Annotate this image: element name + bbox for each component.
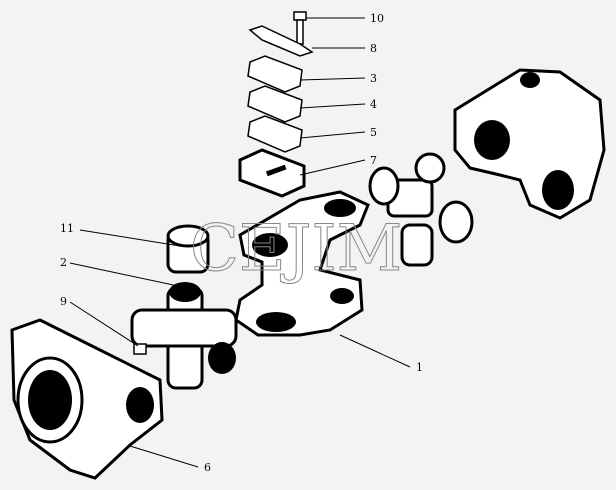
callout-label-8: 8	[370, 42, 377, 55]
callout-label-3: 3	[370, 72, 377, 85]
callout-label-4: 4	[370, 98, 377, 111]
lock-plate-part	[248, 25, 314, 57]
callout-label-2: 2	[60, 256, 67, 269]
yoke-housing-part-right	[453, 68, 606, 220]
callout-label-5: 5	[370, 126, 377, 139]
bearing-cup-part	[166, 224, 210, 274]
callout-label-9: 9	[60, 295, 67, 308]
grease-fitting-part	[133, 343, 147, 355]
bolt-part	[293, 11, 307, 45]
callout-label-10: 10	[370, 12, 384, 25]
watermark: CEJIM	[190, 212, 402, 286]
gasket-part-5	[247, 115, 303, 153]
callout-label-7: 7	[370, 154, 377, 167]
gasket-part-4	[247, 85, 303, 123]
gasket-part-3	[247, 55, 303, 93]
cross-spider-part-right	[368, 152, 474, 267]
yoke-housing-part-left	[10, 318, 164, 480]
callout-label-1: 1	[416, 361, 423, 374]
cross-spider-part-left	[130, 282, 238, 390]
cover-plate-part	[238, 148, 306, 198]
callout-label-6: 6	[204, 461, 211, 474]
flange-yoke-part	[234, 190, 370, 337]
callout-label-11: 11	[60, 222, 74, 235]
